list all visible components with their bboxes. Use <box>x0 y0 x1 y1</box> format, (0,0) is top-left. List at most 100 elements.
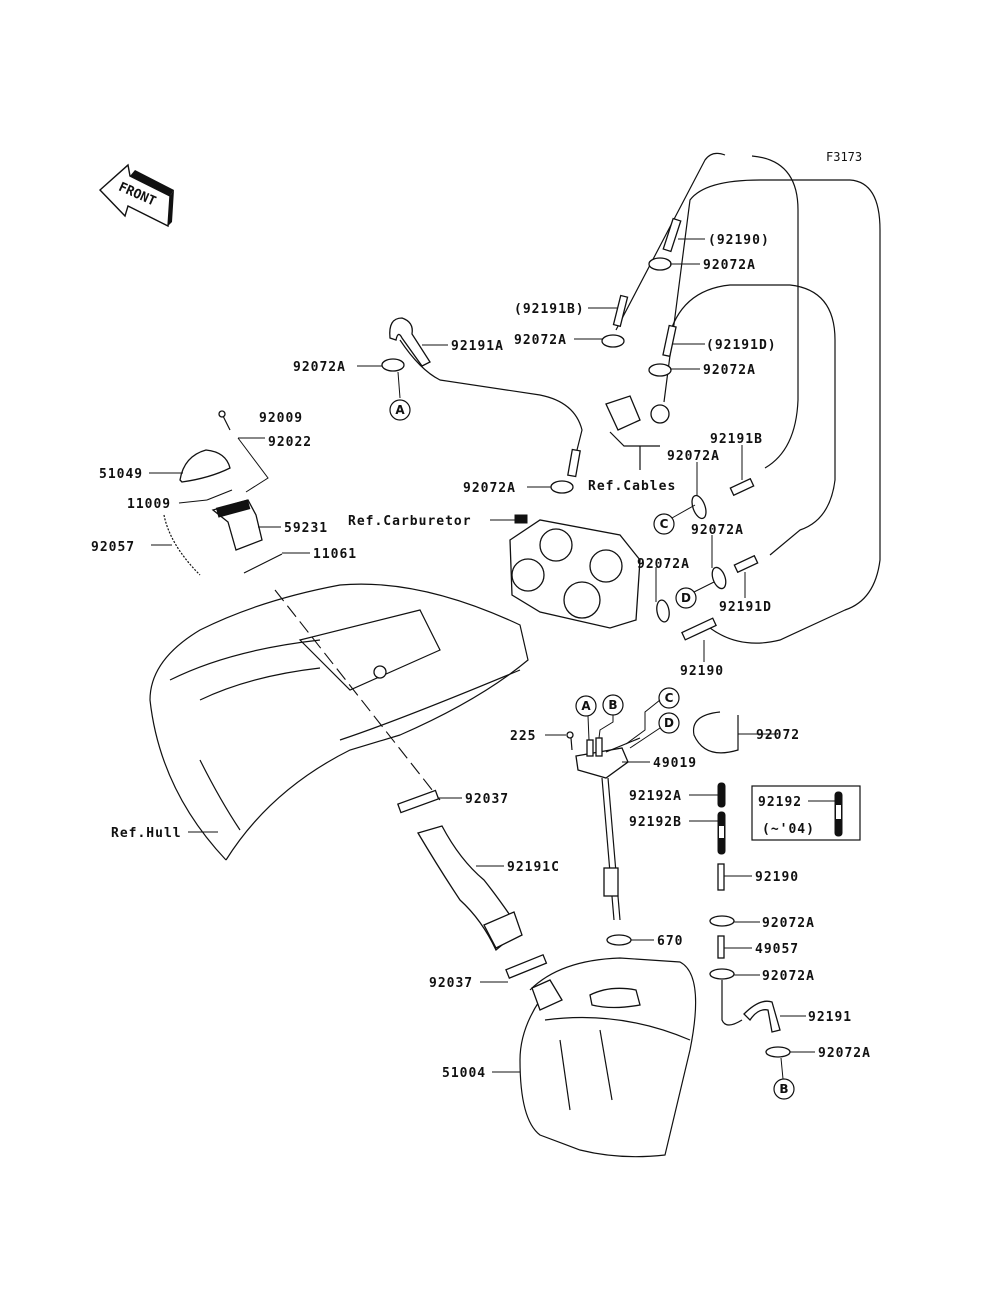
svg-text:D: D <box>664 716 674 730</box>
label-59231: 59231 <box>284 521 328 536</box>
hose-carb-inlet <box>567 448 581 478</box>
clamp-92037-lower <box>505 953 548 979</box>
label-92037-lower: 92037 <box>429 976 473 991</box>
vent-hose-routing <box>399 152 881 644</box>
filler-neck-59231 <box>211 499 263 551</box>
clamp-92072A-low3 <box>765 1046 791 1058</box>
label-92072A-2: 92072A <box>514 333 567 348</box>
connector-marker-d-pickup: D <box>629 712 680 749</box>
carburetor-assembly <box>509 514 641 629</box>
label-92072A-c: 92072A <box>667 449 720 464</box>
gasket-11061 <box>243 553 283 574</box>
label-ref-carburetor: Ref.Carburetor <box>348 514 472 529</box>
connector-marker-a-pickup: A <box>575 695 597 741</box>
label-92190-mid: 92190 <box>680 664 724 679</box>
hull-outline <box>149 583 529 861</box>
hose-92190-mid <box>681 617 717 641</box>
label-92072A-left: 92072A <box>293 360 346 375</box>
connector-marker-c-right: C <box>653 504 696 535</box>
cable-bracket <box>605 395 670 470</box>
svg-text:B: B <box>608 698 617 712</box>
clamp-92072A-low2 <box>709 968 735 980</box>
label-92191A: 92191A <box>451 339 504 354</box>
svg-text:A: A <box>581 699 591 713</box>
screw-225 <box>566 731 574 751</box>
hose-92191C <box>417 825 523 952</box>
label-92072A-e: 92072A <box>637 557 690 572</box>
label-11061: 11061 <box>313 547 357 562</box>
fuel-pickup-49019 <box>575 737 641 921</box>
hose-92191D-upper <box>662 324 677 358</box>
label-92191D-paren: (92191D) <box>706 338 777 353</box>
tube-92192A <box>717 782 726 808</box>
clamp-92072A-c <box>691 494 707 520</box>
svg-text:B: B <box>779 1082 788 1096</box>
clamp-92037-upper <box>397 789 440 814</box>
label-ref-cables: Ref.Cables <box>588 479 676 494</box>
label-51004: 51004 <box>442 1066 486 1081</box>
label-92072A-d: 92072A <box>691 523 744 538</box>
label-49057: 49057 <box>755 942 799 957</box>
front-arrow-icon: FRONT <box>98 163 174 228</box>
note-box-92192 <box>751 785 861 841</box>
label-92022: 92022 <box>268 435 312 450</box>
label-92192B: 92192B <box>629 815 682 830</box>
oring-670 <box>606 934 632 946</box>
cap-cover-51049 <box>179 449 231 483</box>
label-92191B-paren: (92191B) <box>514 302 585 317</box>
connector-marker-d-right: D <box>675 581 715 609</box>
hose-92190-lower <box>717 863 725 891</box>
bolt-92009 <box>218 410 231 431</box>
fitting-49057 <box>717 935 725 959</box>
label-225: 225 <box>510 729 536 744</box>
label-49019: 49019 <box>653 756 697 771</box>
svg-text:D: D <box>681 591 691 605</box>
tube-92192B <box>717 811 726 855</box>
svg-text:A: A <box>395 403 405 417</box>
label-92192A: 92192A <box>629 789 682 804</box>
label-92072A-carb: 92072A <box>463 481 516 496</box>
hose-92191B-upper <box>612 294 629 328</box>
label-92037-upper: 92037 <box>465 792 509 807</box>
gasket-11009 <box>206 489 233 501</box>
label-92190-upper: (92190) <box>708 233 770 248</box>
clamp-92072A-low1 <box>709 915 735 927</box>
clamp-92072A-e <box>656 599 670 623</box>
label-92072A-low2: 92072A <box>762 969 815 984</box>
clamp-92072A-upper <box>648 257 672 271</box>
clamp-92072A-left <box>381 358 405 399</box>
label-92191D: 92191D <box>719 600 772 615</box>
label-92072A-3: 92072A <box>703 363 756 378</box>
figure-code: F3173 <box>826 150 862 164</box>
leader-lines <box>149 238 835 1073</box>
label-92190-lower: 92190 <box>755 870 799 885</box>
assembly-guide-line <box>274 589 441 801</box>
hose-92191D <box>733 554 759 574</box>
strap-92057 <box>163 514 201 576</box>
label-92191C: 92191C <box>507 860 560 875</box>
label-11009: 11009 <box>127 497 171 512</box>
clamp-92072A-right <box>648 363 672 377</box>
svg-text:C: C <box>660 517 669 531</box>
clamp-92072A-carb <box>550 480 574 494</box>
label-92072: 92072 <box>756 728 800 743</box>
hose-92190-upper <box>662 217 682 253</box>
connector-marker-b-pickup: B <box>598 694 624 739</box>
connector-marker-b-lower: B <box>773 1057 795 1100</box>
label-92009: 92009 <box>259 411 303 426</box>
clamp-92072 <box>692 711 739 754</box>
label-92191B: 92191B <box>710 432 763 447</box>
label-92191: 92191 <box>808 1010 852 1025</box>
clamp-92072A-d <box>711 566 727 590</box>
hose-92191B <box>729 477 755 497</box>
hose-92191 <box>721 980 781 1033</box>
label-92192-box-note: (~'04) <box>762 822 815 837</box>
label-ref-hull: Ref.Hull <box>111 826 182 841</box>
label-92072A-1: 92072A <box>703 258 756 273</box>
svg-text:C: C <box>665 691 674 705</box>
clamp-92072A-mid <box>601 334 625 348</box>
connector-marker-a-upper: A <box>389 399 411 421</box>
label-92072A-low1: 92072A <box>762 916 815 931</box>
label-51049: 51049 <box>99 467 143 482</box>
